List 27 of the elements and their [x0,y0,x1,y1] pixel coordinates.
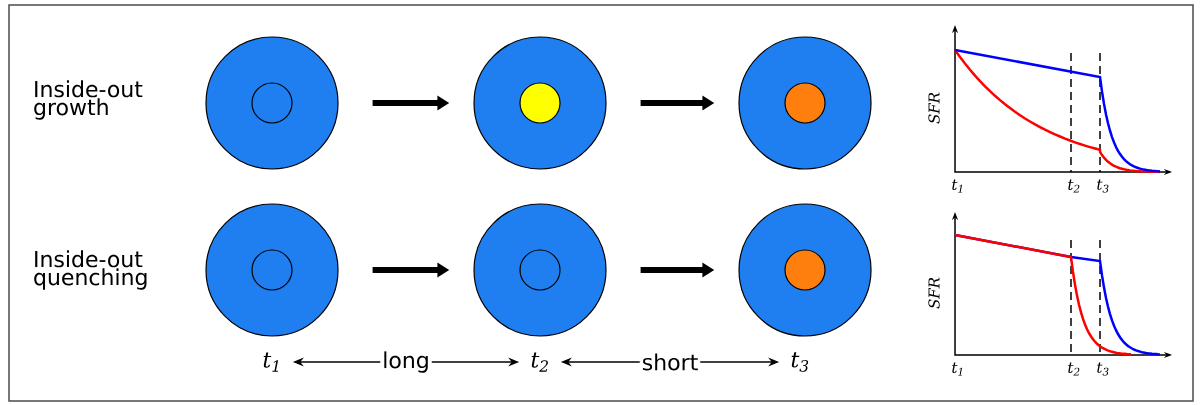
time-label: t$_{1}$ [263,352,279,372]
axis-label: SFR [928,277,940,309]
time-label: t$_{2}$ [531,352,548,372]
inner-circle [784,82,826,124]
inner-circle [251,82,293,124]
edge-label: short [642,353,698,371]
inner-circle [251,249,293,291]
galaxy-disc [738,36,872,170]
row-title: Inside-out quenching [34,250,147,290]
tick-label: t$_{2}$ [1068,179,1080,193]
tick-label: t$_{2}$ [1068,362,1080,376]
tick-label: t$_{1}$ [952,362,963,376]
inner-circle [519,82,561,124]
inner-circle [519,249,561,291]
galaxy-disc [205,203,339,337]
tick-label: t$_{3}$ [1097,362,1109,376]
row-title: Inside-out growth [34,80,143,120]
inner-circle [784,249,826,291]
tick-label: t$_{3}$ [1097,179,1109,193]
galaxy-disc [738,203,872,337]
axis-label: SFR [928,92,940,124]
tick-label: t$_{1}$ [952,179,963,193]
galaxy-disc [473,36,607,170]
edge-label: long [384,351,428,373]
time-label: t$_{3}$ [791,352,809,372]
galaxy-disc [473,203,607,337]
galaxy-disc [205,36,339,170]
